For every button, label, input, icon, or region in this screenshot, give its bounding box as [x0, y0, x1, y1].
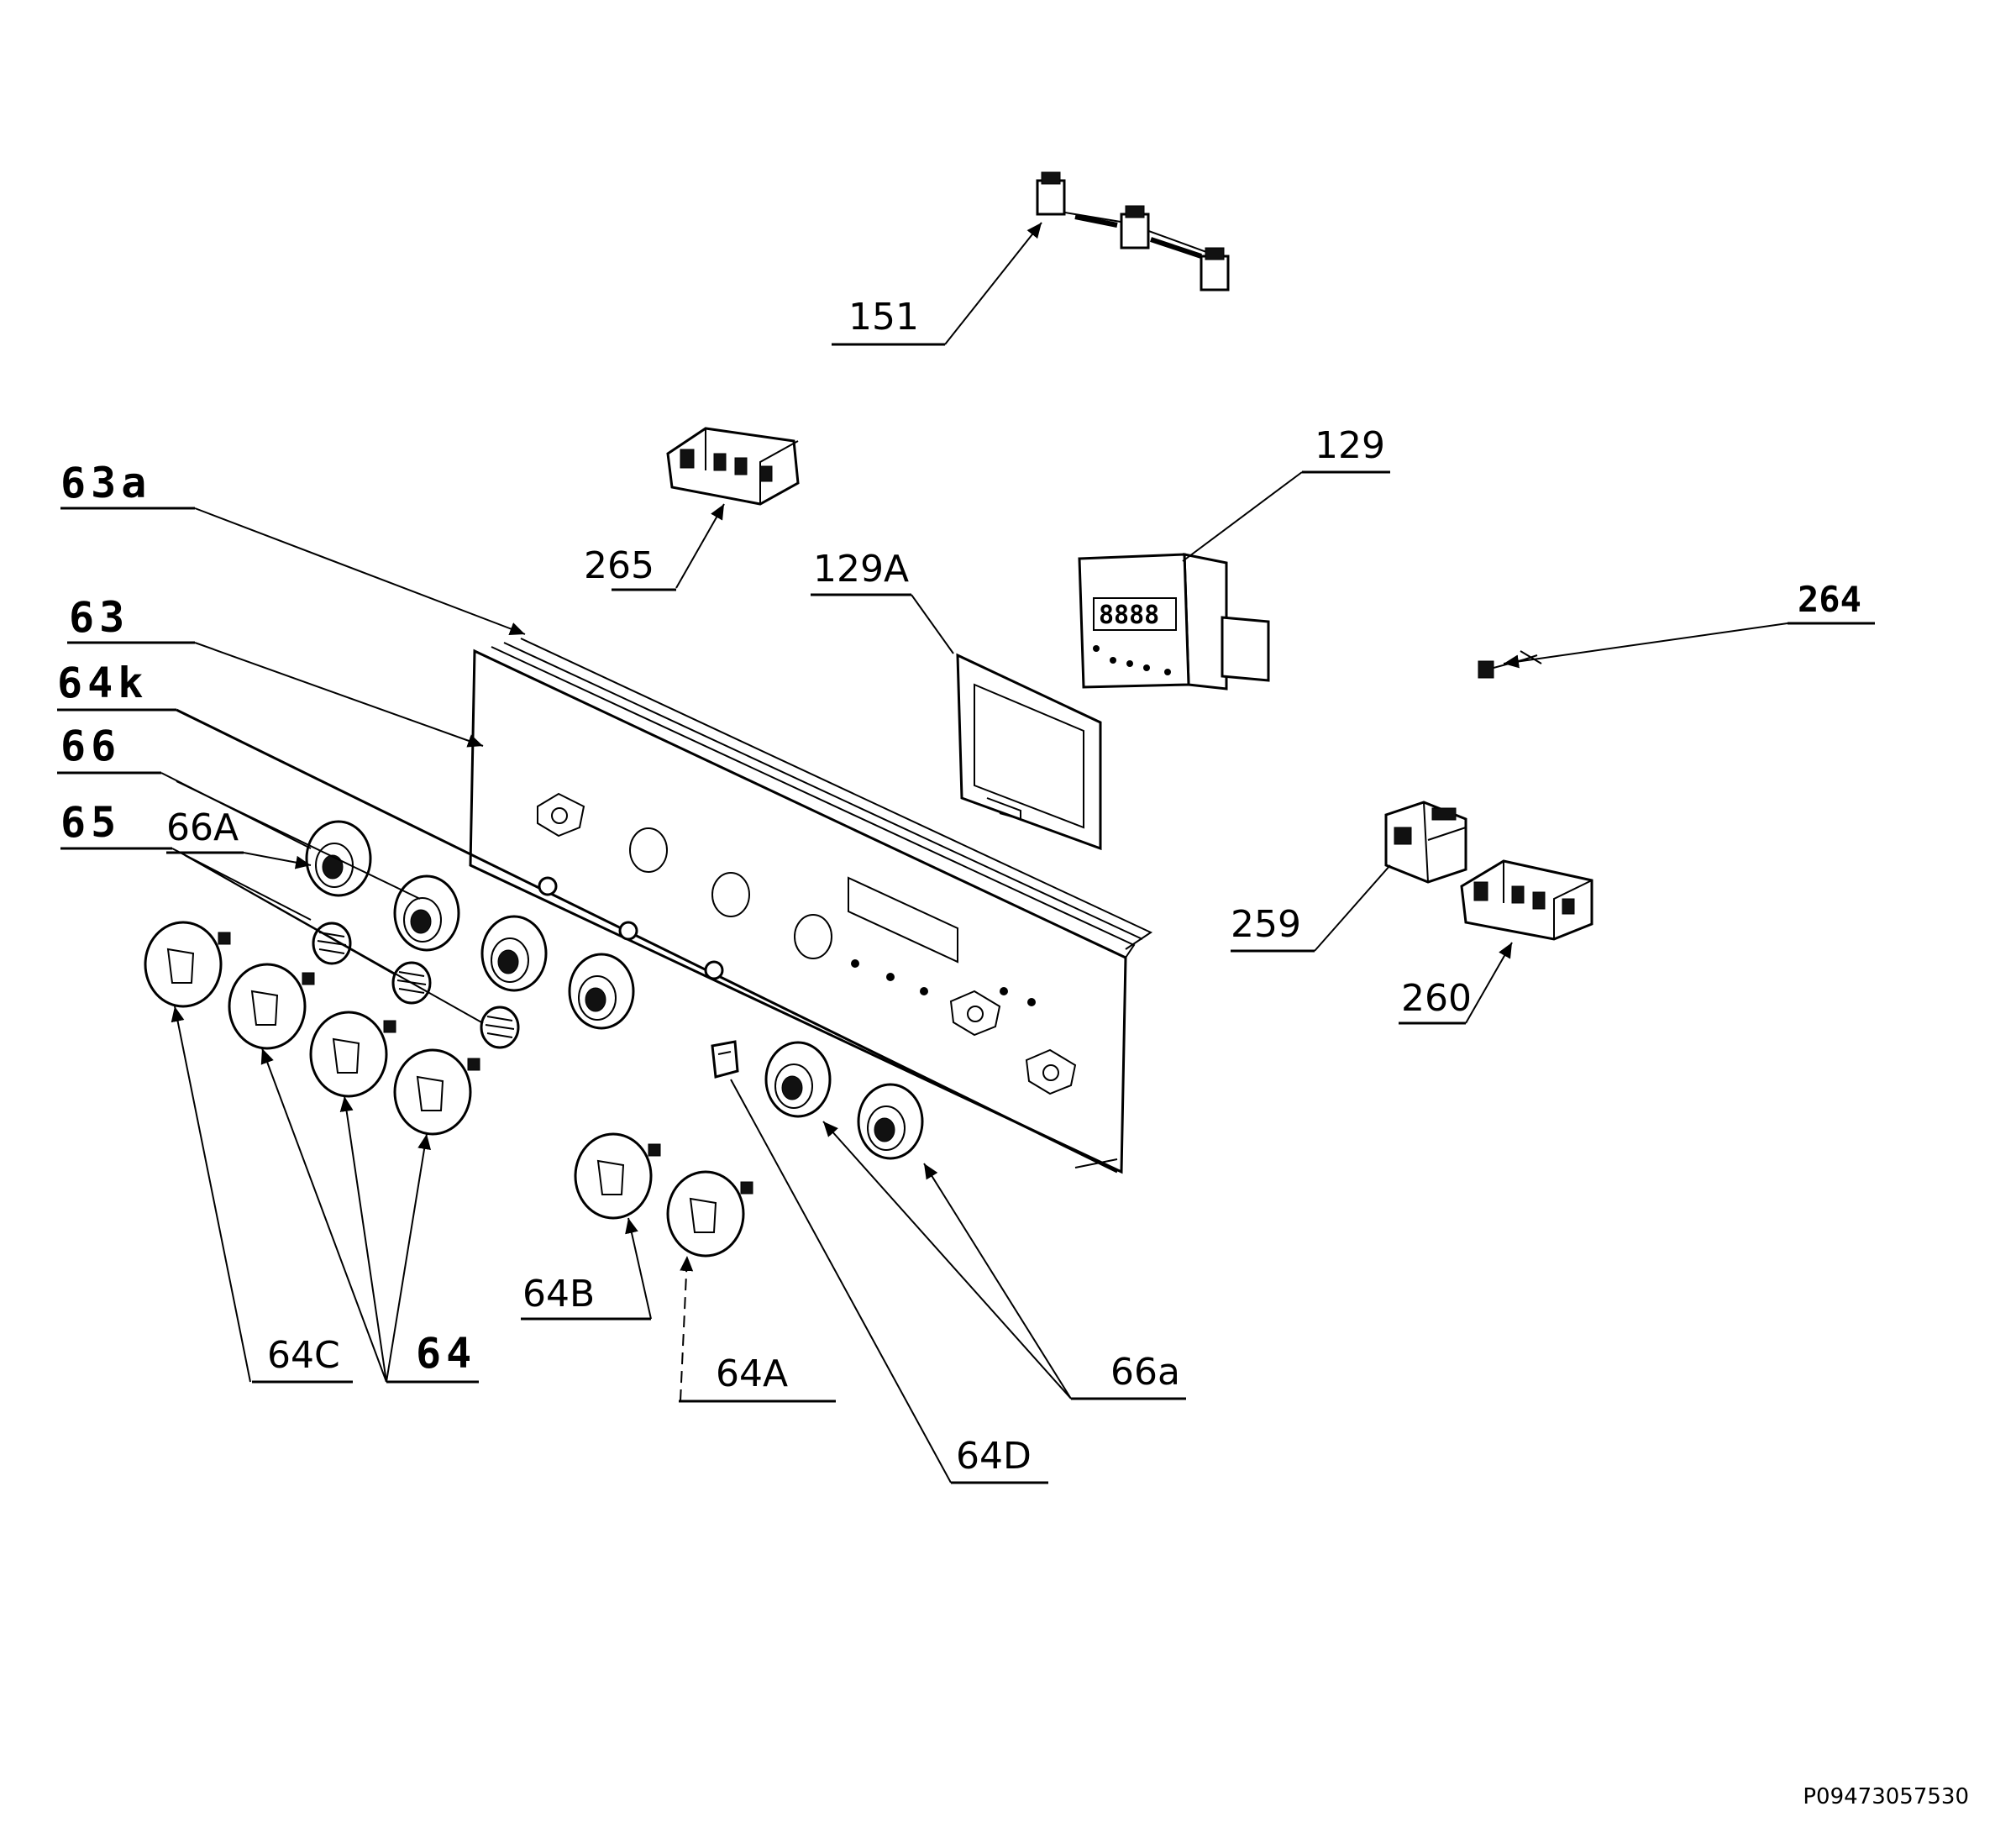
part-264-sensor [1478, 650, 1542, 679]
part-151-harness [1036, 171, 1230, 291]
leader-63a [194, 507, 526, 636]
leader-66b [176, 780, 421, 900]
leader-66a-2 [923, 1163, 1072, 1400]
part-65-springs [312, 922, 520, 1049]
bezel [857, 1083, 924, 1160]
label-64k: 64k [57, 659, 148, 707]
knob [666, 1170, 753, 1258]
part-265-terminal-block [666, 427, 800, 506]
spring [312, 922, 352, 965]
label-65: 65 [60, 798, 121, 847]
leader-264 [1503, 622, 1788, 669]
leader-64C [171, 1006, 251, 1383]
label-259: 259 [1231, 903, 1301, 946]
bezel [305, 820, 372, 897]
label-64A: 64A [716, 1352, 788, 1395]
leader-265 [675, 503, 725, 589]
label-66: 66 [60, 722, 121, 770]
bezel [568, 953, 635, 1030]
leader-66a-1 [822, 1121, 1072, 1400]
display-digits: 8888 [1099, 601, 1159, 630]
label-66a: 66a [1110, 1351, 1180, 1394]
leader-129 [1182, 471, 1303, 562]
leader-260 [1465, 942, 1513, 1024]
label-63a: 63a [60, 459, 151, 507]
part-259-connector [1384, 801, 1467, 884]
label-64C: 64C [267, 1334, 340, 1377]
label-64B: 64B [522, 1273, 595, 1315]
knob [144, 921, 231, 1008]
label-63: 63 [69, 593, 129, 642]
label-265: 265 [584, 544, 654, 587]
document-id: P09473057530 [1803, 1784, 1969, 1809]
part-260-terminal-block [1460, 859, 1593, 941]
label-66A: 66A [166, 806, 239, 849]
leader-66A [243, 852, 312, 869]
label-129: 129 [1315, 424, 1385, 467]
spring [480, 1006, 520, 1049]
leader-64D [730, 1079, 952, 1484]
part-129-timer-module: 8888 [1078, 553, 1270, 691]
label-129A: 129A [813, 548, 909, 591]
part-63-control-panel [469, 638, 1153, 1174]
part-64k-rod [176, 708, 1118, 1174]
knob [574, 1132, 661, 1220]
knob [393, 1048, 480, 1136]
leader-151 [944, 222, 1042, 345]
part-64-knobs [144, 921, 753, 1258]
label-64: 64 [416, 1329, 476, 1378]
leader-64c [386, 1133, 432, 1383]
label-264: 264 [1798, 579, 1861, 620]
knob [228, 963, 315, 1050]
leader-259 [1314, 864, 1391, 952]
leader-65c [184, 854, 484, 1024]
knob [309, 1011, 396, 1098]
bezel [393, 874, 460, 952]
leader-129A [911, 594, 954, 654]
leader-64A [680, 1255, 694, 1402]
part-64D-clip [711, 1040, 739, 1079]
leader-64b [339, 1095, 387, 1383]
leader-64a [260, 1048, 387, 1383]
label-260: 260 [1401, 977, 1472, 1020]
bezel [764, 1041, 832, 1118]
leader-64B [625, 1217, 652, 1320]
label-64D: 64D [956, 1435, 1032, 1478]
part-129A-frame [956, 653, 1102, 851]
bezel [480, 915, 548, 992]
label-151: 151 [848, 296, 919, 339]
spring [391, 961, 432, 1005]
leader-63 [194, 642, 484, 748]
part-66-bezels [305, 820, 924, 1160]
